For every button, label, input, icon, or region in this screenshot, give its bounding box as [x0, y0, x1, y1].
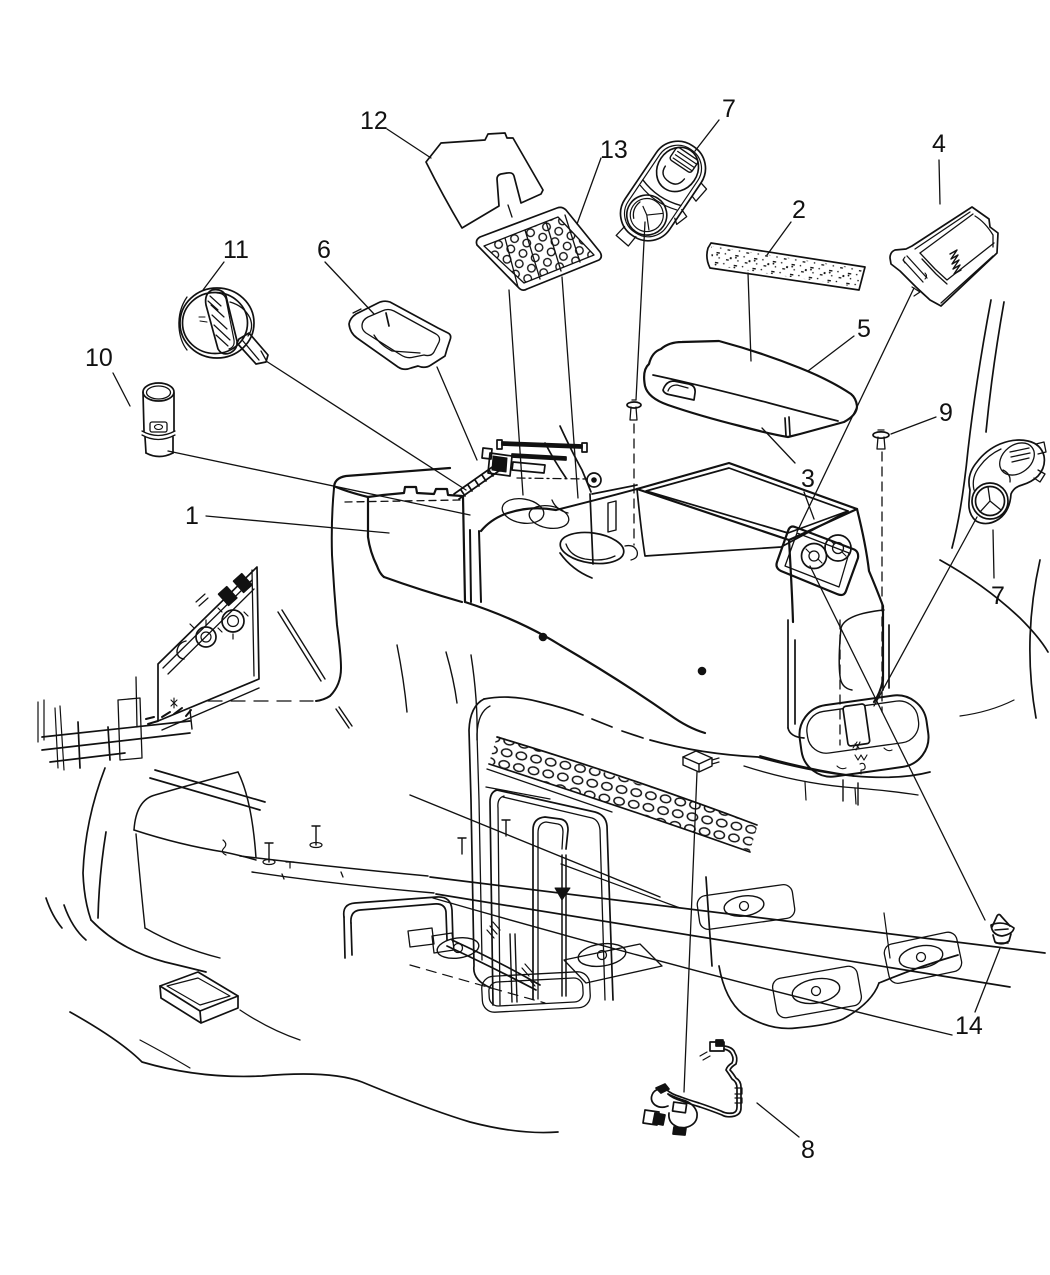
svg-text:11: 11	[223, 236, 249, 264]
svg-text:13: 13	[600, 136, 628, 164]
svg-text:9: 9	[939, 399, 953, 427]
svg-text:10: 10	[85, 344, 113, 372]
svg-text:3: 3	[801, 465, 815, 493]
svg-text:7: 7	[991, 582, 1005, 610]
svg-text:1: 1	[185, 502, 199, 530]
svg-text:6: 6	[317, 236, 331, 264]
svg-text:2: 2	[792, 196, 806, 224]
svg-text:14: 14	[955, 1012, 983, 1040]
svg-text:7: 7	[722, 95, 736, 123]
svg-text:8: 8	[801, 1136, 815, 1164]
svg-text:4: 4	[932, 130, 946, 158]
svg-text:12: 12	[360, 107, 388, 135]
svg-text:5: 5	[857, 315, 871, 343]
